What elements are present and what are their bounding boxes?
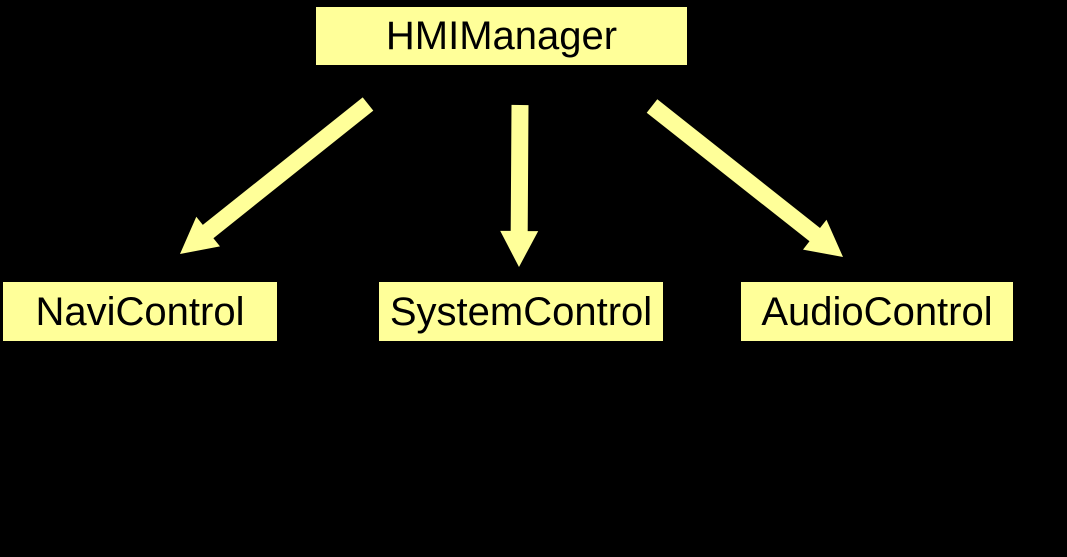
node-systemcontrol-label: SystemControl (389, 289, 653, 334)
node-hmimanager: HMIManager (316, 7, 687, 65)
arrow-hmimanager-to-systemcontrol (500, 104, 539, 268)
node-navicontrol: NaviControl (3, 282, 277, 341)
node-audiocontrol: AudioControl (741, 282, 1013, 341)
node-hmimanager-label: HMIManager (385, 14, 618, 58)
arrow-hmimanager-to-navicontrol (180, 97, 374, 255)
node-audiocontrol-label: AudioControl (761, 289, 993, 334)
arrow-hmimanager-to-audiocontrol (646, 99, 843, 257)
node-systemcontrol: SystemControl (379, 282, 663, 341)
node-navicontrol-label: NaviControl (35, 289, 245, 334)
